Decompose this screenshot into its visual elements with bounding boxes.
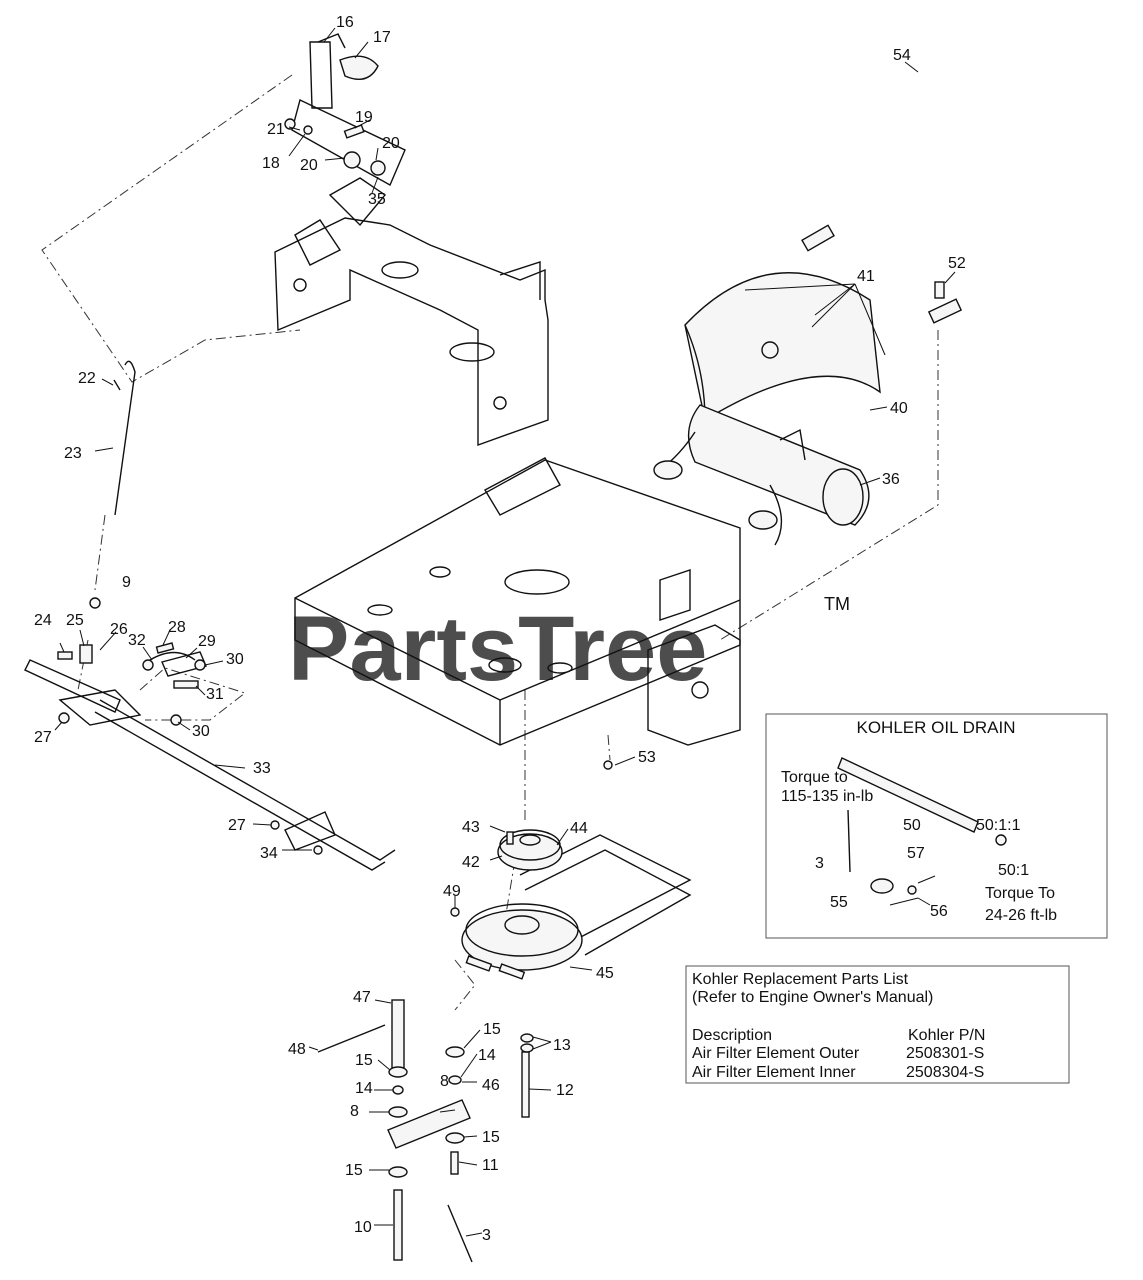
parts-list-col-description: Description [692,1027,772,1044]
callout-number: 48 [288,1041,306,1058]
watermark-tm: TM [824,594,850,614]
callout-number: 36 [882,471,900,488]
oil-drain-label-57: 57 [907,845,925,862]
callout-number: 9 [122,574,131,591]
callout-number: 19 [355,109,373,126]
callout-number: 14 [355,1080,373,1097]
idler-hardware [317,999,534,1263]
callout-number: 25 [66,612,84,629]
callout-number: 44 [570,820,588,837]
callout-number: 11 [482,1157,499,1174]
control-rod [89,360,136,609]
callout-number: 46 [482,1077,500,1094]
callout-number: 17 [373,29,391,46]
parts-list-col-pn: Kohler P/N [908,1027,985,1044]
callout-number: 24 [34,612,52,629]
callout-number: 15 [482,1129,500,1146]
oil-drain-title: KOHLER OIL DRAIN [856,718,1015,737]
callout-number: 26 [110,621,128,638]
chassis-deck [294,457,741,746]
callout-number: 23 [64,445,82,462]
callout-number: 12 [556,1082,574,1099]
callout-number: 14 [478,1047,496,1064]
callout-number: 41 [857,268,875,285]
callout-number: 27 [34,729,52,746]
callout-number: 49 [443,883,461,900]
parts-row-description: Air Filter Element Inner [692,1064,856,1081]
kohler-oil-drain-box: KOHLER OIL DRAIN Torque to 115-135 in-lb… [765,713,1108,939]
callout-number: 15 [345,1162,363,1179]
callout-leaders [54,27,956,1237]
callout-number: 20 [300,157,318,174]
oil-drain-label-50: 50 [903,817,921,834]
pulley-belt-assembly [450,760,692,980]
callout-number: 53 [638,749,656,766]
callout-number: 42 [462,854,480,871]
callout-number: 52 [948,255,966,272]
upper-frame-bracket [274,177,549,446]
callout-number: 32 [128,632,146,649]
callout-number: 27 [228,817,246,834]
cross-shaft [24,659,396,871]
callout-number: 40 [890,400,908,417]
callout-number: 16 [336,14,354,31]
oil-drain-torque-value: 115-135 in-lb [781,788,873,805]
callout-number: 20 [382,135,400,152]
callout-number: 47 [353,989,371,1006]
parts-row-pn: 2508304-S [906,1064,984,1081]
callout-number: 15 [483,1021,501,1038]
parts-row-description: Air Filter Element Outer [692,1045,860,1062]
callout-number: 29 [198,633,216,650]
linkage-parts [57,642,207,689]
callout-number: 15 [355,1052,373,1069]
oil-drain-torque-bottom-label: Torque To [985,885,1055,902]
callout-number: 8 [440,1073,449,1090]
callout-number: 45 [596,965,614,982]
control-lever-assembly [284,33,406,186]
oil-drain-label-50-1: 50:1 [998,862,1029,879]
callout-number: 30 [192,723,210,740]
oil-drain-label-50-1-1: 50:1:1 [976,817,1021,834]
callout-number: 35 [368,191,386,208]
callout-number: 28 [168,619,186,636]
callout-number: 33 [253,760,271,777]
oil-drain-torque-bottom-value: 24-26 ft-lb [985,907,1057,924]
callout-number: 30 [226,651,244,668]
callout-number: 21 [267,121,285,138]
oil-drain-torque-label: Torque to [781,769,848,786]
callout-number: 54 [893,47,911,64]
parts-list-title-1: Kohler Replacement Parts List [692,971,909,988]
parts-row-pn: 2508301-S [906,1045,984,1062]
callout-number: 18 [262,155,280,172]
callout-number: 43 [462,819,480,836]
callout-number: 3 [482,1227,491,1244]
parts-list-title-2: (Refer to Engine Owner's Manual) [692,989,933,1006]
callout-number: 13 [553,1037,571,1054]
oil-drain-label-56: 56 [930,903,948,920]
oil-drain-label-3: 3 [815,855,824,872]
callout-number: 8 [350,1103,359,1120]
callout-number: 22 [78,370,96,387]
watermark: PartsTree [288,598,707,700]
oil-drain-label-55: 55 [830,894,848,911]
callout-number: 10 [354,1219,372,1236]
replacement-parts-box: Kohler Replacement Parts List (Refer to … [685,965,1070,1084]
callout-number: 31 [206,686,224,703]
muffler-assembly [653,272,881,546]
roll-bar [801,46,1066,324]
callout-number: 34 [260,845,278,862]
